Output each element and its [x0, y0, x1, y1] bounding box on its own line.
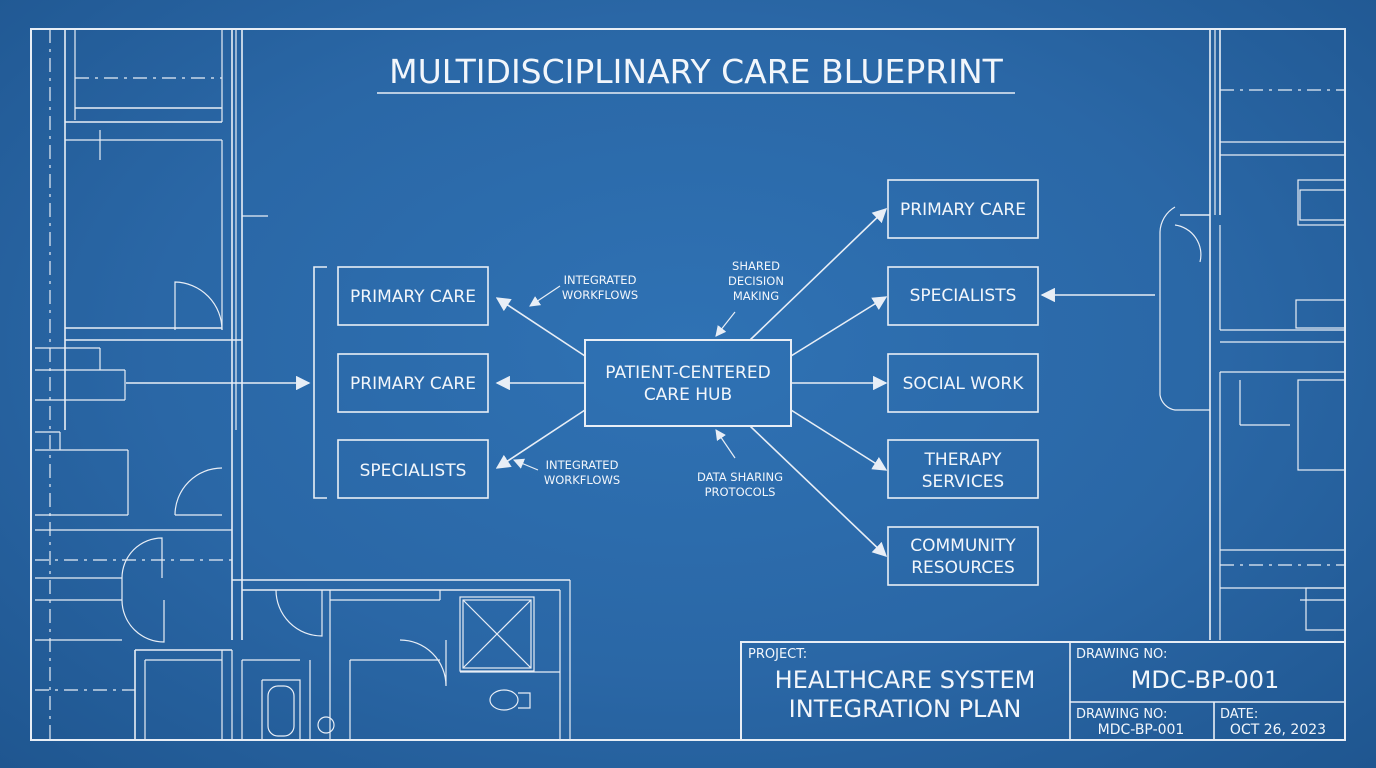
right-box-label-line-2: SERVICES [922, 472, 1004, 492]
title-block: PROJECT: HEALTHCARE SYSTEM INTEGRATION P… [740, 641, 1346, 741]
annotation-data-sharing-2: PROTOCOLS [705, 485, 776, 499]
annotation-integrated-bottom-1: INTEGRATED [546, 458, 619, 472]
right-box-community-resources: COMMUNITY RESOURCES [887, 526, 1039, 586]
drawing-number-label: DRAWING NO: [1076, 647, 1167, 662]
arrow-to-right-primary-care [749, 208, 888, 341]
right-box-label-line-2: RESOURCES [911, 558, 1015, 578]
annotation-data-sharing-1: DATA SHARING [697, 470, 783, 484]
diagram-title: MULTIDISCIPLINARY CARE BLUEPRINT [389, 52, 1003, 91]
right-box-specialists: SPECIALISTS [887, 266, 1039, 326]
right-box-label: SPECIALISTS [910, 286, 1017, 306]
right-box-label-line-1: THERAPY [924, 450, 1003, 470]
drawing-number-2: MDC-BP-001 [1098, 722, 1185, 738]
annotation-shared-3: MAKING [733, 289, 779, 303]
project-name-line-1: HEALTHCARE SYSTEM [775, 666, 1036, 694]
drawing-number: MDC-BP-001 [1131, 666, 1280, 694]
project-label: PROJECT: [748, 647, 807, 662]
project-name-line-2: INTEGRATION PLAN [789, 695, 1022, 723]
hub-connectors [495, 208, 1155, 557]
annotation-shared-1: SHARED [732, 259, 780, 273]
annotation-integrated-top-2: WORKFLOWS [562, 288, 638, 302]
arrow-to-right-therapy [790, 409, 888, 471]
annotation-integrated-top-1: INTEGRATED [564, 273, 637, 287]
floor-plan-left [35, 29, 571, 740]
right-box-label-line-1: COMMUNITY [910, 536, 1016, 556]
arrow-to-right-community [749, 425, 888, 557]
arrow-to-left-primary-care-1 [495, 297, 586, 357]
left-box-primary-care-1: PRIMARY CARE [337, 266, 489, 326]
floor-plan-right [1159, 29, 1346, 640]
hub-line-2: CARE HUB [644, 385, 732, 405]
annotation-integrated-bottom-2: WORKFLOWS [544, 473, 620, 487]
leader-integrated-top [529, 285, 561, 307]
leader-data-sharing [715, 429, 736, 459]
right-box-therapy-services: THERAPY SERVICES [887, 439, 1039, 499]
care-hub: PATIENT-CENTERED CARE HUB [584, 339, 792, 427]
hub-line-1: PATIENT-CENTERED [605, 363, 770, 383]
drawing-number-label-2: DRAWING NO: [1076, 707, 1167, 722]
date-value: OCT 26, 2023 [1230, 722, 1326, 738]
right-box-social-work: SOCIAL WORK [887, 353, 1039, 413]
leader-integrated-bottom [513, 458, 539, 471]
arrow-to-left-specialists [495, 409, 586, 469]
left-group-bracket [313, 266, 327, 499]
left-box-label: SPECIALISTS [360, 461, 467, 481]
leader-shared-decision [715, 311, 736, 337]
arrow-to-right-specialists [790, 296, 888, 357]
right-box-label: SOCIAL WORK [903, 374, 1025, 394]
date-label: DATE: [1220, 707, 1258, 722]
right-box-primary-care: PRIMARY CARE [887, 179, 1039, 239]
left-box-label: PRIMARY CARE [350, 287, 476, 307]
left-box-label: PRIMARY CARE [350, 374, 476, 394]
left-box-specialists: SPECIALISTS [337, 439, 489, 499]
left-box-primary-care-2: PRIMARY CARE [337, 353, 489, 413]
right-box-label: PRIMARY CARE [900, 200, 1026, 220]
annotation-shared-2: DECISION [728, 274, 784, 288]
